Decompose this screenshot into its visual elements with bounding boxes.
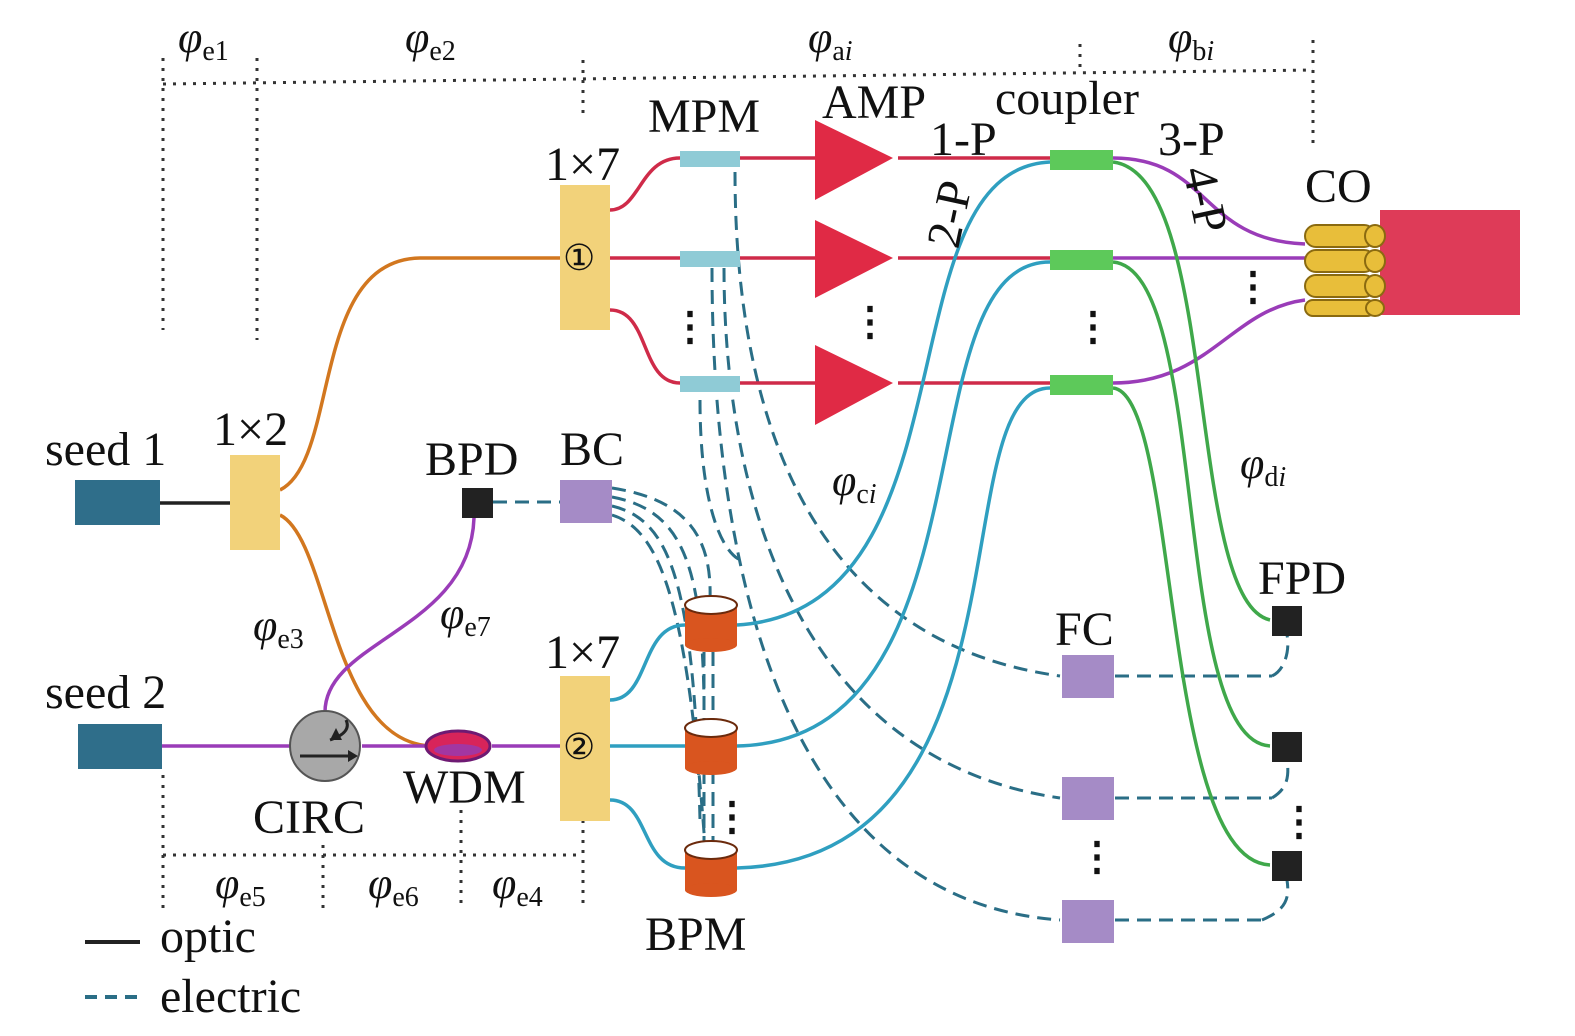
legend-electric-label: electric	[160, 970, 301, 1023]
phase-e6: φe6	[368, 859, 419, 913]
legend-optic-label: optic	[160, 910, 256, 963]
phase-e3: φe3	[253, 601, 304, 655]
amp-group	[815, 120, 893, 425]
fc-group	[1062, 655, 1114, 943]
phase-e1: φe1	[178, 13, 229, 67]
ellipsis-bpm: ⋮	[712, 794, 752, 839]
bc-label: BC	[560, 423, 624, 476]
seed-2-label: seed 2	[45, 666, 166, 719]
ellipsis-fpd: ⋮	[1279, 799, 1319, 844]
splitter-1x7-a	[560, 185, 610, 330]
fc-label: FC	[1055, 603, 1114, 656]
ellipsis-coupler: ⋮	[1073, 304, 1113, 349]
phase-bi: φbi	[1168, 13, 1214, 67]
circulator	[289, 710, 361, 782]
ellipsis-fc: ⋮	[1077, 834, 1117, 879]
ellipsis-amp: ⋮	[850, 299, 890, 344]
wdm-label: WDM	[403, 761, 526, 814]
phase-e7: φe7	[440, 589, 491, 643]
mpm-label: MPM	[648, 90, 760, 143]
seed-1-label: seed 1	[45, 423, 166, 476]
fpd-label: FPD	[1258, 552, 1346, 605]
splitter-1x2-label: 1×2	[213, 403, 288, 456]
electric-lines	[493, 171, 1290, 922]
optic-fibers	[160, 156, 1306, 870]
splitter-1x7-b-label: 1×7	[545, 626, 620, 679]
bc-block	[560, 480, 612, 523]
bpd-label: BPD	[425, 433, 518, 486]
splitter-1x2	[230, 455, 280, 550]
bpm-label: BPM	[645, 908, 746, 961]
circ-label: CIRC	[253, 791, 365, 844]
phase-guides	[161, 40, 1315, 910]
phase-ci: φci	[832, 456, 877, 510]
phase-ai: φai	[808, 13, 853, 67]
phase-e4: φe4	[492, 859, 543, 913]
co-combiner	[1304, 210, 1520, 317]
legend: optic electric	[85, 910, 301, 1023]
port-2p-label: 2-P	[917, 176, 983, 252]
phase-e2: φe2	[405, 13, 456, 67]
phase-di: φdi	[1240, 439, 1286, 493]
seed-1-block	[75, 480, 160, 525]
port-1p-label: 1-P	[930, 113, 997, 166]
phase-e5: φe5	[215, 859, 266, 913]
phase-labels: φe1 φe2 φai φbi φci φdi φe3 φe7 φe5 φe6 …	[178, 13, 1286, 913]
circle-2-label: ②	[563, 727, 595, 767]
coupler-group	[1050, 150, 1113, 395]
ellipsis-mpm: ⋮	[670, 304, 710, 349]
bpm-group	[684, 595, 738, 897]
seed-2-block	[78, 724, 162, 769]
port-3p-label: 3-P	[1158, 113, 1225, 166]
amp-label: AMP	[822, 76, 926, 129]
coupler-label: coupler	[995, 72, 1139, 125]
port-4p-label: 4-P	[1172, 161, 1238, 237]
ellipsis-co: ⋮	[1233, 264, 1273, 309]
circle-1-label: ①	[563, 238, 595, 278]
splitter-1x7-a-label: 1×7	[545, 138, 620, 191]
mpm-group	[680, 151, 740, 392]
bpd-block	[462, 488, 493, 518]
wdm	[424, 729, 492, 763]
splitter-1x7-b	[560, 676, 610, 821]
co-label: CO	[1305, 160, 1372, 213]
fpd-group	[1272, 606, 1302, 881]
